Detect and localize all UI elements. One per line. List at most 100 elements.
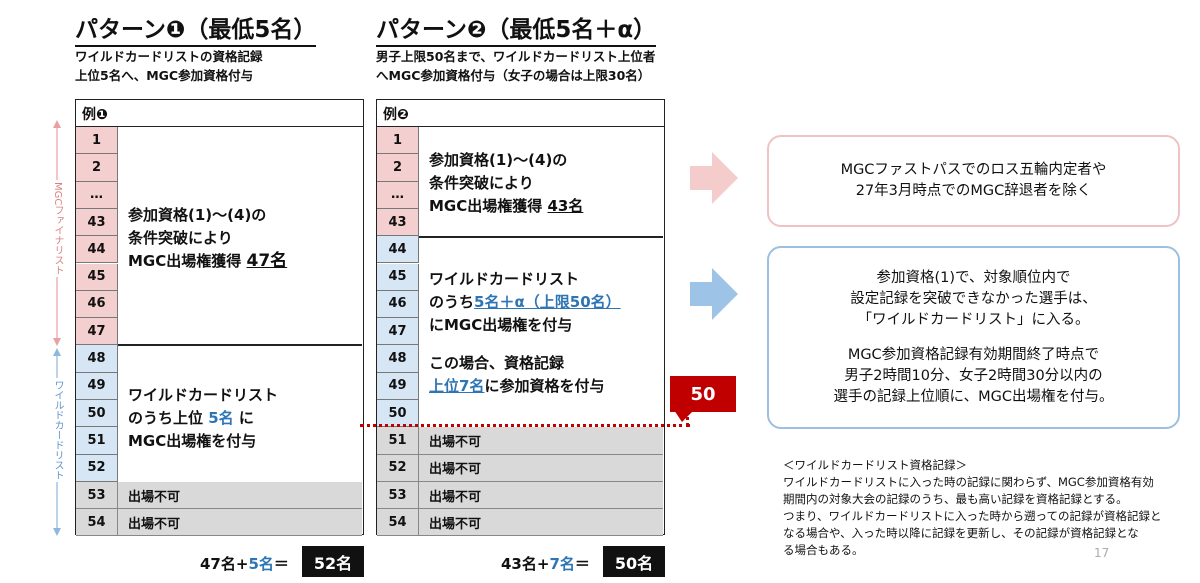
pattern2-desc-line2: へMGC参加資格付与（女子の場合は上限30名）	[376, 68, 651, 83]
pattern2-text2-line2a: のうち	[429, 293, 475, 311]
pattern2-text3-line1: この場合、資格記録	[429, 354, 565, 372]
pattern1-rank-cell: 47	[76, 318, 118, 346]
pattern1-finalist-count: 47名	[246, 251, 288, 271]
note-title: ＜ワイルドカードリスト資格記録＞	[783, 458, 967, 472]
callout2-line3: 「ワイルドカードリスト」に入る。	[857, 311, 1090, 328]
pattern2-excluded-row: 53 出場不可	[377, 481, 663, 510]
pattern1-rank-cell: 54	[76, 509, 118, 536]
pattern1-rank-cell: 2	[76, 154, 118, 182]
pattern2-finalist-count: 43名	[547, 197, 584, 215]
pattern1-total-a: 47名+	[200, 555, 249, 573]
pattern2-excluded-label: 出場不可	[429, 462, 482, 478]
pattern2-rank-cell: 54	[377, 509, 419, 536]
pattern1-rank-cell: 50	[76, 400, 118, 428]
pattern1-text2-line2a: のうち上位	[128, 409, 209, 427]
pattern2-rank-cell: 48	[377, 345, 419, 373]
pattern2-case-text: この場合、資格記録 上位7名に参加資格を付与	[429, 352, 604, 398]
pattern2-excluded-label: 出場不可	[429, 489, 482, 505]
callout1-line2: 27年3月時点でのMGC辞退者を除く	[855, 183, 1092, 199]
pattern2-total-box: 50名	[603, 546, 665, 577]
page-number: 17	[1094, 546, 1110, 560]
pattern1-finalist-text: 参加資格(1)～(4)の 条件突破により MGC出場権獲得 47名	[128, 204, 287, 273]
pattern2-total: 43名+7名＝	[501, 553, 590, 574]
pattern2-rank-cell: 52	[377, 454, 419, 481]
pattern2-text2-line1: ワイルドカードリスト	[429, 270, 580, 288]
note-line2: 期間内の対象大会の記録のうち、最も高い記録を資格記録とする。	[783, 492, 1128, 506]
pattern2-desc-line1: 男子上限50名まで、ワイルドカードリスト上位者	[376, 49, 656, 64]
pattern1-text2-line1: ワイルドカードリスト	[128, 386, 279, 404]
pattern1-rank-cell: 44	[76, 236, 118, 264]
pattern2-rank-cell: 49	[377, 372, 419, 400]
pattern2-total-eq: ＝	[574, 555, 590, 573]
pattern1-desc-line1: ワイルドカードリストの資格記録	[75, 49, 263, 64]
pattern1-rank-cell: 46	[76, 290, 118, 319]
pattern2-wildcard-range: 5名＋α（上限50名）	[474, 293, 621, 311]
pattern1-excluded-row: 53 出場不可	[76, 481, 362, 510]
callout2-line1: 参加資格(1)で、対象順位内で	[876, 269, 1071, 286]
cutoff-marker: 50	[670, 376, 736, 412]
pattern1-divider	[118, 344, 362, 346]
pattern2-rank-cell: 1	[377, 127, 419, 155]
callout2-line5: 男子2時間10分、女子2時間30分以内の	[844, 367, 1103, 384]
pattern2-rank-cell: 45	[377, 263, 419, 291]
pattern2-rank-cell: 44	[377, 236, 419, 264]
pattern1-rank-cell: 43	[76, 208, 118, 237]
pattern1-rank-cell: 1	[76, 127, 118, 155]
callout-exclusion: MGCファストパスでのロス五輪内定者や 27年3月時点でのMGC辞退者を除く	[767, 135, 1180, 227]
pattern2-rank-cell: 53	[377, 481, 419, 509]
pattern2-wildcard-text: ワイルドカードリスト のうち5名＋α（上限50名） にMGC出場権を付与	[429, 268, 621, 337]
pattern1-text1-line2: 条件突破により	[128, 229, 233, 247]
pattern2-title: パターン❷（最低5名＋α）	[376, 10, 657, 47]
pattern2-total-a: 43名+	[501, 555, 550, 573]
pattern1-text1-line1: 参加資格(1)～(4)の	[128, 206, 267, 224]
pattern1-excluded-label: 出場不可	[128, 516, 181, 532]
pattern2-text3-line2b: に参加資格を付与	[484, 377, 605, 395]
pattern2-rank-cell: 2	[377, 154, 419, 182]
callout2-line4: MGC参加資格記録有効期間終了時点で	[847, 346, 1100, 363]
pattern1-wildcard-count: 5名	[208, 409, 234, 427]
callout1-line1: MGCファストパスでのロス五輪内定者や	[840, 162, 1107, 178]
pattern1-text1-line3a: MGC出場権獲得	[128, 252, 247, 270]
callout2-line2: 設定記録を突破できなかった選手は、	[850, 290, 1097, 307]
pattern1-rank-cell: 49	[76, 372, 118, 400]
pattern1-total-box: 52名	[302, 546, 364, 577]
pattern2-total-b: 7名	[549, 555, 575, 573]
pattern2-example-label: 例❷	[377, 100, 664, 127]
pattern1-total-eq: ＝	[273, 555, 289, 573]
cutoff-line	[360, 424, 690, 427]
pattern1-rank-cell: …	[76, 181, 118, 209]
pattern1-rank-cell: 53	[76, 481, 118, 509]
pattern2-divider	[419, 236, 663, 238]
pattern2-text1-line3a: MGC出場権獲得	[429, 197, 548, 215]
note-line4: なる場合や、入った時以降に記録を更新し、その記録が資格記録とな	[783, 526, 1139, 540]
pattern2-finalist-text: 参加資格(1)～(4)の 条件突破により MGC出場権獲得 43名	[429, 149, 583, 218]
note-line5: る場合もある。	[783, 543, 864, 557]
pattern2-text2-line3: にMGC出場権を付与	[429, 316, 573, 334]
pattern2-rank-cell: 51	[377, 427, 419, 454]
pattern1-rank-cell: 52	[76, 454, 118, 482]
blue-arrow-icon	[690, 268, 738, 320]
pattern2-excluded-row: 52 出場不可	[377, 454, 663, 482]
wildcard-side-label: ワイルドカードリスト	[50, 378, 65, 482]
pattern2-top7: 上位7名	[429, 377, 485, 395]
pattern2-rank-cell: …	[377, 181, 419, 209]
callout2-line6: 選手の記録上位順に、MGC出場権を付与。	[833, 388, 1114, 405]
pattern1-total-b: 5名	[248, 555, 274, 573]
pattern1-excluded-label: 出場不可	[128, 489, 181, 505]
pattern1-desc-line2: 上位5名へ、MGC参加資格付与	[75, 68, 254, 83]
pattern1-text2-line2c: に	[233, 409, 254, 427]
pattern1-title: パターン❶（最低5名）	[75, 10, 317, 47]
pattern2-text1-line1: 参加資格(1)～(4)の	[429, 151, 568, 169]
pattern2-rank-cell: 46	[377, 290, 419, 319]
callout-wildcard: 参加資格(1)で、対象順位内で 設定記録を突破できなかった選手は、 「ワイルドカ…	[767, 246, 1180, 429]
wildcard-record-note: ＜ワイルドカードリスト資格記録＞ ワイルドカードリストに入った時の記録に関わらず…	[783, 457, 1161, 559]
pattern1-rank-cell: 45	[76, 263, 118, 291]
pattern2-rank-cell: 47	[377, 318, 419, 346]
note-line1: ワイルドカードリストに入った時の記録に関わらず、MGC参加資格有効	[783, 475, 1154, 489]
